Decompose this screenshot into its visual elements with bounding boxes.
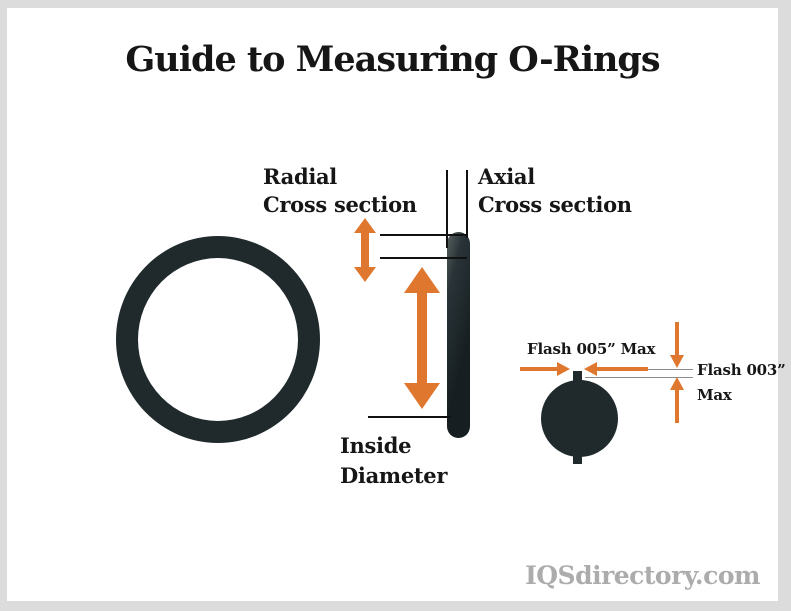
flash-nub-top bbox=[573, 371, 582, 383]
inside-diameter-line1: Inside bbox=[340, 433, 412, 458]
arrow-shaft bbox=[361, 232, 369, 268]
inside-diameter-arrow bbox=[404, 267, 440, 409]
flash-005-max-label: Flash 005” Max bbox=[527, 340, 656, 358]
flash-arrow-up-icon bbox=[670, 377, 684, 423]
radial-dimension-line-top bbox=[380, 234, 467, 236]
flash-003-max-label: Flash 003” Max bbox=[697, 358, 786, 408]
arrow-head-down-icon bbox=[404, 383, 440, 409]
o-ring-side-view bbox=[447, 232, 470, 438]
arrow-head-up-icon bbox=[354, 218, 376, 233]
axial-cross-section-label: Axial Cross section bbox=[478, 163, 632, 219]
axial-leader-line-right bbox=[466, 170, 468, 238]
inside-diameter-line bbox=[368, 416, 451, 418]
flash-arrow-right-icon bbox=[520, 362, 570, 376]
arrow-shaft bbox=[417, 292, 427, 384]
o-ring-front-view bbox=[116, 236, 320, 443]
flash-003-line1: Flash 003” bbox=[697, 361, 786, 379]
radial-cross-section-label: Radial Cross section bbox=[263, 163, 417, 219]
radial-cross-section-arrow bbox=[354, 218, 376, 282]
watermark: IQSdirectory.com bbox=[525, 561, 760, 590]
flash-arrow-left-icon bbox=[584, 362, 648, 376]
page-title: Guide to Measuring O-Rings bbox=[125, 39, 660, 80]
inside-diameter-label: Inside Diameter bbox=[340, 431, 447, 491]
cross-section-circle bbox=[541, 380, 618, 457]
flash-reference-line-bottom bbox=[585, 377, 693, 378]
arrow-head-down-icon bbox=[354, 267, 376, 282]
radial-label-line2: Cross section bbox=[263, 192, 417, 217]
flash-003-line2: Max bbox=[697, 386, 732, 404]
axial-label-line2: Cross section bbox=[478, 192, 632, 217]
arrow-head-up-icon bbox=[404, 267, 440, 293]
flash-arrow-down-icon bbox=[670, 322, 684, 368]
axial-leader-line-left bbox=[446, 170, 448, 248]
inside-diameter-line2: Diameter bbox=[340, 463, 448, 488]
radial-label-line1: Radial bbox=[263, 164, 337, 189]
radial-dimension-line-bottom bbox=[380, 257, 467, 259]
axial-label-line1: Axial bbox=[478, 164, 535, 189]
flash-nub-bottom bbox=[573, 453, 582, 464]
